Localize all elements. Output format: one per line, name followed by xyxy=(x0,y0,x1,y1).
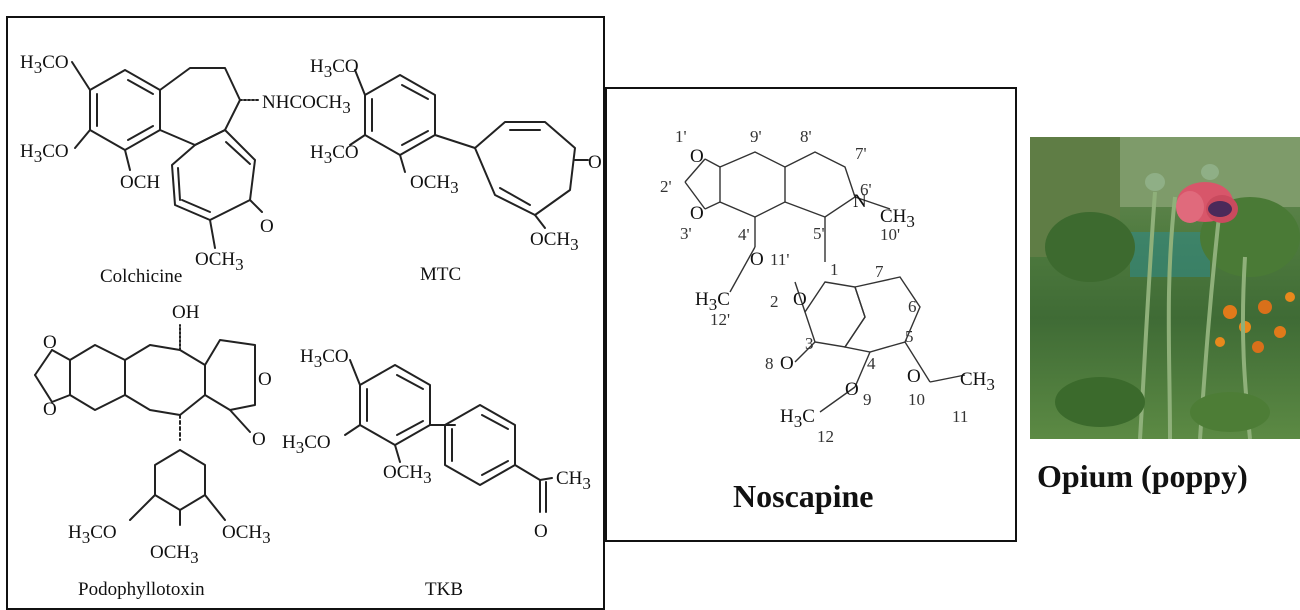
tkb-name: TKB xyxy=(425,579,463,600)
noscapine-num-11: 11 xyxy=(952,407,968,426)
poppy-pod-2 xyxy=(1201,164,1219,180)
colchicine-structure: H3CO H3CO OCH NHCOCH3 O OCH3 Colchicine … xyxy=(20,52,602,600)
noscapine-num-2p: 2' xyxy=(660,177,672,196)
noscapine-num-6: 6 xyxy=(908,297,917,316)
noscapine-num-11p: 11' xyxy=(770,250,789,269)
mtc-name: MTC xyxy=(420,264,461,285)
noscapine-num-12: 12 xyxy=(817,427,834,446)
poppy-pod-1 xyxy=(1145,173,1165,191)
noscapine-o-10: O xyxy=(907,366,921,387)
tkb-rings xyxy=(344,359,553,513)
noscapine-num-9p: 9' xyxy=(750,127,762,146)
noscapine-num-5: 5 xyxy=(905,327,914,346)
noscapine-o-8: O xyxy=(780,353,794,374)
noscapine-frame xyxy=(605,87,1017,542)
mtc-h3co-mid: H3CO xyxy=(310,142,359,167)
poppy-illustration xyxy=(1030,137,1300,439)
noscapine-num-8p: 8' xyxy=(800,127,812,146)
noscapine-num-9: 9 xyxy=(863,390,872,409)
poppy-photo xyxy=(1030,137,1300,439)
noscapine-structure: O O N CH3 O H3C O O O O H3C CH3 1' 2' 3'… xyxy=(660,127,995,446)
podophyllotoxin-o-1: O xyxy=(43,332,57,353)
noscapine-num-10p: 10' xyxy=(880,225,900,244)
podophyllotoxin-o-carbonyl: O xyxy=(252,429,266,450)
colchicine-och-label: OCH xyxy=(120,172,160,193)
podophyllotoxin-och3-bottom: OCH3 xyxy=(150,542,199,567)
colchicine-ketone-o: O xyxy=(260,216,274,237)
poppy-caption: Opium (poppy) xyxy=(1037,458,1248,494)
noscapine-h3c-12: H3C xyxy=(780,406,815,431)
mtc-och3-tropone: OCH3 xyxy=(530,229,579,254)
colchicine-nhcoch3: NHCOCH3 xyxy=(262,92,351,117)
noscapine-num-3p: 3' xyxy=(680,224,692,243)
noscapine-o-2: O xyxy=(793,289,807,310)
noscapine-num-3: 3 xyxy=(805,334,814,353)
noscapine-num-4: 4 xyxy=(867,354,876,373)
noscapine-bonds xyxy=(684,151,966,413)
podophyllotoxin-oh: OH xyxy=(172,302,200,323)
noscapine-ch3-11: CH3 xyxy=(960,369,995,394)
noscapine-num-1: 1 xyxy=(830,260,839,279)
noscapine-num-7p: 7' xyxy=(855,144,867,163)
mtc-och3-ring: OCH3 xyxy=(410,172,459,197)
marigold-patch xyxy=(1215,292,1295,353)
colchicine-h3co-mid: H3CO xyxy=(20,141,69,166)
noscapine-num-4p: 4' xyxy=(738,225,750,244)
colchicine-h3co-top: H3CO xyxy=(20,52,69,77)
noscapine-num-12p: 12' xyxy=(710,310,730,329)
noscapine-num-6p: 6' xyxy=(860,180,872,199)
mtc-h3co-top: H3CO xyxy=(310,56,359,81)
podophyllotoxin-och3-right: OCH3 xyxy=(222,522,271,547)
noscapine-num-10: 10 xyxy=(908,390,925,409)
podophyllotoxin-name: Podophyllotoxin xyxy=(78,579,205,600)
left-structures-frame xyxy=(6,16,605,610)
colchicine-ring-a xyxy=(71,61,263,249)
noscapine-o-11p: O xyxy=(750,249,764,270)
podophyllotoxin-o-2: O xyxy=(43,399,57,420)
podophyllotoxin-h3co: H3CO xyxy=(68,522,117,547)
noscapine-num-8: 8 xyxy=(765,354,774,373)
noscapine-n: N xyxy=(853,191,867,212)
tkb-och3: OCH3 xyxy=(383,462,432,487)
tkb-h3co-top: H3CO xyxy=(300,346,349,371)
noscapine-o-1: O xyxy=(690,146,704,167)
mtc-rings xyxy=(349,69,589,229)
podophyllotoxin-rings xyxy=(34,324,256,526)
poppy-flower xyxy=(1176,182,1238,223)
tkb-h3co-mid: H3CO xyxy=(282,432,331,457)
colchicine-name: Colchicine xyxy=(100,266,182,287)
tkb-ketone-o: O xyxy=(534,521,548,542)
noscapine-o-9: O xyxy=(845,379,859,400)
noscapine-num-7: 7 xyxy=(875,262,884,281)
mtc-ketone-o: O xyxy=(588,152,602,173)
colchicine-och3: OCH3 xyxy=(195,249,244,274)
noscapine-o-2: O xyxy=(690,203,704,224)
noscapine-num-2: 2 xyxy=(770,292,779,311)
podophyllotoxin-o-ring: O xyxy=(258,369,272,390)
noscapine-num-1p: 1' xyxy=(675,127,687,146)
noscapine-title: Noscapine xyxy=(733,478,874,514)
tkb-ch3: CH3 xyxy=(556,468,591,493)
noscapine-num-5p: 5' xyxy=(813,224,825,243)
